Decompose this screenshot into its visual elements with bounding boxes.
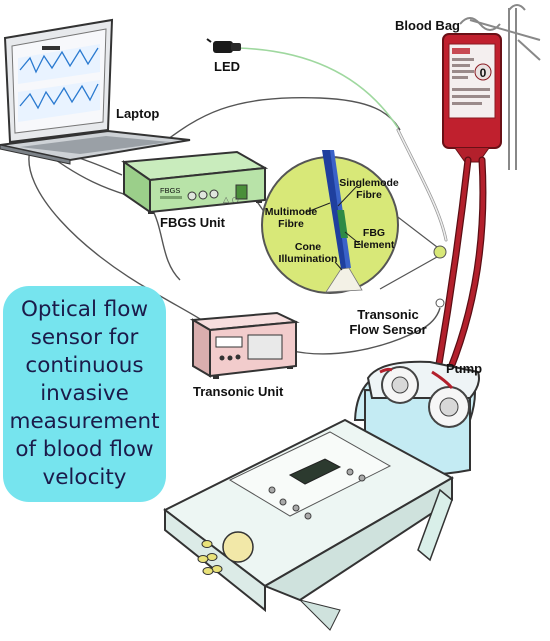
led-fiber [237,47,399,129]
cone-label-line2: Illumination [279,253,338,265]
multimode-label-line2: Fibre [278,218,304,230]
fbgs-brand: FBGS [160,186,180,195]
caption-box: Optical flow sensor for continuous invas… [3,286,166,502]
caption-text: Optical flow sensor for continuous invas… [9,297,160,490]
fbgs-unit-label: FBGS Unit [160,215,226,230]
cone-label-line1: Cone [295,241,321,253]
iv-pole [459,4,541,170]
zoom-origin [433,245,447,259]
svg-text:△ ○: △ ○ [223,195,239,204]
laptop-label: Laptop [116,106,159,121]
fiber-inset [261,150,399,294]
transonic-flow-sensor-label-line2: Flow Sensor [349,322,426,337]
blood-bag-label: Blood Bag [395,18,460,33]
led-label: LED [214,59,240,74]
led-device [206,38,241,53]
pump-label: Pump [446,361,482,376]
singlemode-label-line1: Singlemode [339,177,399,189]
laptop [0,18,191,165]
blood-tubes [396,128,487,374]
fbg-label-line2: Element [354,239,395,251]
transonic-flow-sensor-label-line1: Transonic [357,307,418,322]
pump-console [163,418,455,631]
blood-bag-value: 0 [480,66,487,80]
blood-bag: 0 [442,33,502,163]
zoom-line [379,256,438,290]
multimode-label-line1: Multimode [265,206,318,218]
fbgs-unit: FBGS △ ○ [121,150,269,214]
transonic-unit [189,311,300,379]
transonic-unit-label: Transonic Unit [193,384,284,399]
fbg-label-line1: FBG [363,227,385,239]
flow-sensor-clip [435,298,445,308]
singlemode-label-line2: Fibre [356,189,382,201]
